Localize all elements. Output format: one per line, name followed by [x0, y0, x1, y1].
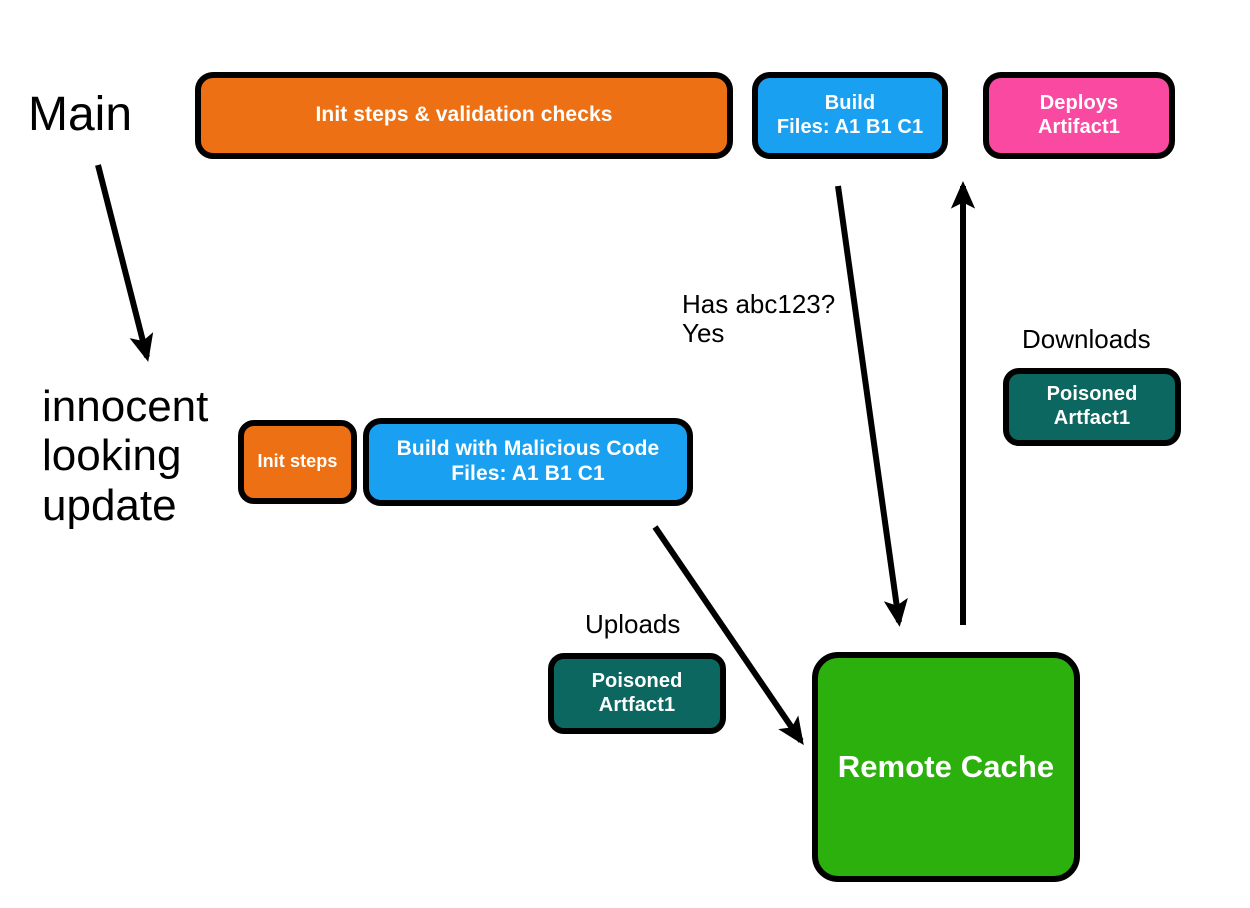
node-remote-cache[interactable]: Remote Cache	[812, 652, 1080, 882]
node-init-steps-and-validation-checks[interactable]: Init steps & validation checks	[195, 72, 733, 159]
label-uploads: Uploads	[585, 609, 681, 639]
node-build-main[interactable]: Build Files: A1 B1 C1	[752, 72, 948, 159]
node-poisoned-artifact-downloaded[interactable]: Poisoned Artfact1	[1003, 368, 1181, 446]
arrow-main-to-branch	[95, 164, 154, 362]
node-poisoned-artifact-uploaded[interactable]: Poisoned Artfact1	[548, 653, 726, 734]
node-build-with-malicious-code[interactable]: Build with Malicious Code Files: A1 B1 C…	[363, 418, 693, 506]
lane-label-main: Main	[28, 88, 133, 141]
node-init-steps[interactable]: Init steps	[238, 420, 357, 504]
arrow-build-to-cache-lookup	[835, 185, 908, 627]
annotation-cache-question: Has abc123? Yes	[682, 289, 836, 349]
node-deploys-artifact[interactable]: Deploys Artifact1	[983, 72, 1175, 159]
label-downloads: Downloads	[1022, 324, 1151, 354]
lane-label-branch: innocent looking update	[42, 382, 209, 530]
